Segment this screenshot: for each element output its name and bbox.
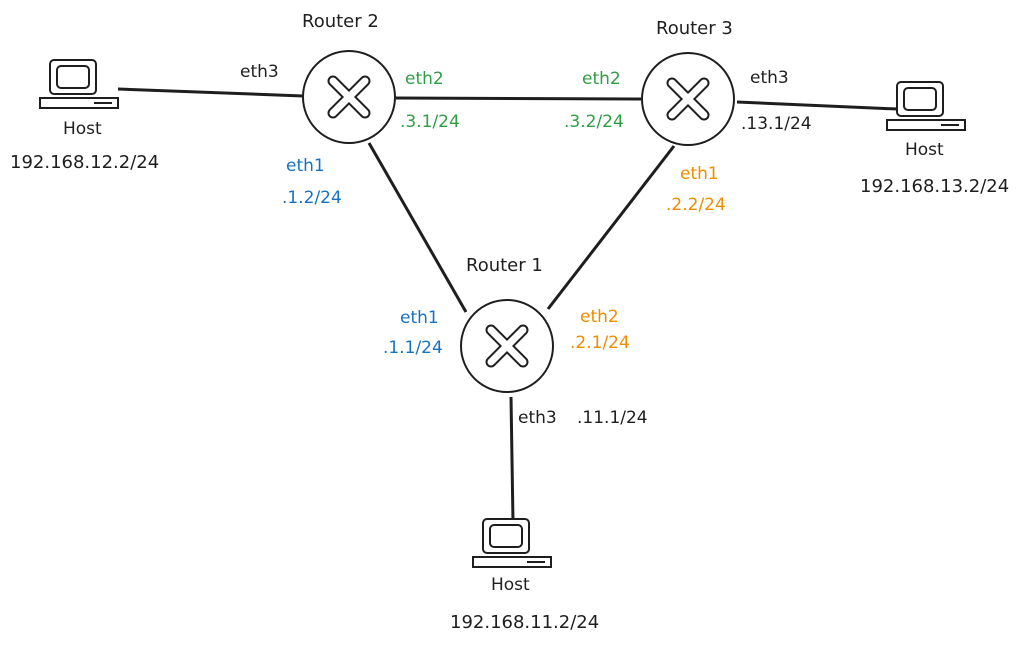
r2-eth2-ip: .3.1/24 xyxy=(400,112,460,132)
r3-eth2-label: eth2 xyxy=(582,69,621,89)
link-r3-h13 xyxy=(736,100,898,111)
r2-eth3-label: eth3 xyxy=(240,62,279,82)
host-13-label: Host xyxy=(905,140,944,160)
r2-eth2-label: eth2 xyxy=(405,69,444,89)
router-1[interactable] xyxy=(460,299,554,393)
link-r2-h12 xyxy=(117,87,304,98)
host-12-computer-icon[interactable] xyxy=(39,59,119,109)
r2-eth1-ip: .1.2/24 xyxy=(282,188,342,208)
r1-eth1-label: eth1 xyxy=(400,308,439,328)
r3-eth1-ip: .2.2/24 xyxy=(666,195,726,215)
r3-eth1-label: eth1 xyxy=(680,164,719,184)
router-3-label: Router 3 xyxy=(656,18,733,39)
r1-eth3-ip: .11.1/24 xyxy=(577,408,648,428)
host-11-ip: 192.168.11.2/24 xyxy=(450,612,600,633)
link-r2-r1 xyxy=(367,142,468,313)
host-13-computer-icon[interactable] xyxy=(886,81,966,131)
router-2[interactable] xyxy=(302,50,396,144)
r3-eth3-ip: .13.1/24 xyxy=(741,114,812,134)
router-1-label: Router 1 xyxy=(466,255,543,276)
router-3[interactable] xyxy=(641,52,735,146)
router-2-label: Router 2 xyxy=(302,11,379,32)
host-12-ip: 192.168.12.2/24 xyxy=(10,152,160,173)
r3-eth3-label: eth3 xyxy=(750,68,789,88)
r2-eth1-label: eth1 xyxy=(286,156,325,176)
links xyxy=(117,87,898,523)
host-11-computer-icon[interactable] xyxy=(472,518,552,568)
link-r3-r1 xyxy=(546,145,676,310)
link-r1-h11 xyxy=(509,396,515,523)
r3-eth2-ip: .3.2/24 xyxy=(564,112,624,132)
r1-eth1-ip: .1.1/24 xyxy=(383,338,443,358)
link-r2-r3 xyxy=(395,96,642,101)
r1-eth2-ip: .2.1/24 xyxy=(570,333,630,353)
host-11-label: Host xyxy=(491,575,530,595)
r1-eth3-label: eth3 xyxy=(518,408,557,428)
host-13-ip: 192.168.13.2/24 xyxy=(860,176,1010,197)
r1-eth2-label: eth2 xyxy=(580,307,619,327)
host-12-label: Host xyxy=(63,119,102,139)
